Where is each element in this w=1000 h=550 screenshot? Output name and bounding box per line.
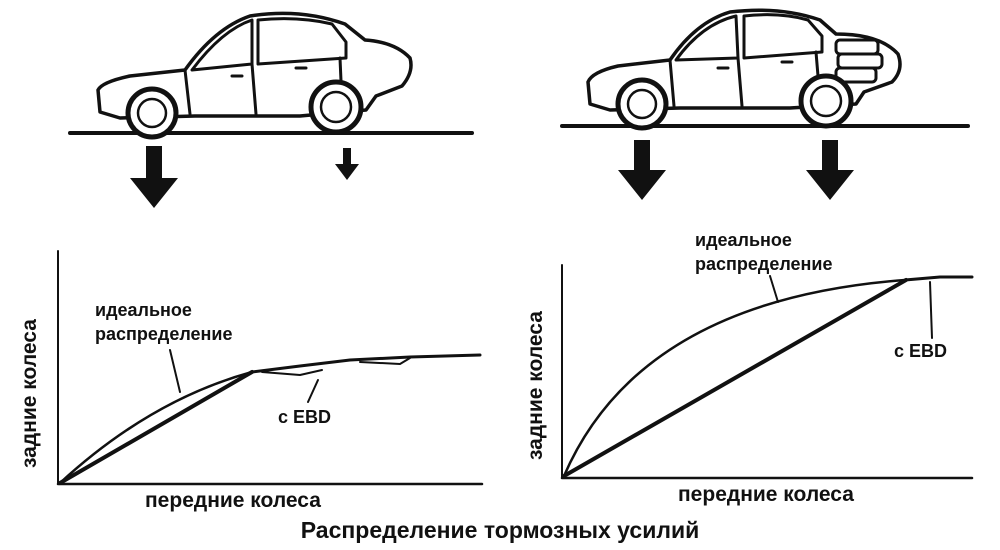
left-ideal-leader <box>169 349 181 393</box>
right-rear-hub <box>809 84 843 118</box>
left-front-load-arrow <box>130 146 178 208</box>
left-ebd-label: с EBD <box>278 407 331 427</box>
figure-caption: Распределение тормозных усилий <box>301 517 699 543</box>
right-ideal-label-line1: идеальное <box>695 230 792 250</box>
left-ideal-label-line1: идеальное <box>95 300 192 320</box>
right-x-axis-label: передние колеса <box>678 483 854 506</box>
right-ideal-label-line2: распределение <box>695 254 833 274</box>
left-rear-hub <box>319 90 353 124</box>
right-ebd-leader <box>929 281 933 339</box>
right-ideal-curve <box>562 278 907 478</box>
right-ebd-label: с EBD <box>894 341 947 361</box>
left-front-hub <box>136 97 168 129</box>
right-plateau-line <box>903 275 974 282</box>
right-rear-load-arrow <box>806 140 854 200</box>
right-ideal-leader <box>769 275 779 303</box>
right-car <box>586 8 902 131</box>
right-car-windows <box>674 13 824 62</box>
luggage-bag-3 <box>834 66 878 84</box>
left-panel: идеальное распределение с EBD передние к… <box>18 11 484 512</box>
left-car-body <box>96 11 413 120</box>
left-plateau-line <box>250 353 482 374</box>
right-rear-wheel <box>798 73 854 129</box>
right-front-hub <box>626 88 658 120</box>
right-ebd-line <box>562 278 908 478</box>
left-ideal-curve <box>58 370 254 485</box>
right-y-axis-label: задние колеса <box>524 311 547 460</box>
right-front-wheel <box>615 77 669 131</box>
left-car <box>96 11 413 140</box>
left-ideal-label-line2: распределение <box>95 324 233 344</box>
right-trunk-luggage <box>834 38 884 84</box>
luggage-bag-2 <box>836 52 884 70</box>
left-ebd-steps <box>261 357 411 376</box>
left-ebd-leader <box>307 379 319 403</box>
left-x-axis-label: передние колеса <box>145 489 321 512</box>
right-panel: идеальное распределение с EBD передние к… <box>524 8 974 506</box>
left-front-wheel <box>125 86 179 140</box>
luggage-bag-1 <box>834 38 880 56</box>
left-rear-load-arrow <box>335 148 359 180</box>
left-y-axis-label: задние колеса <box>18 319 41 468</box>
right-front-load-arrow <box>618 140 666 200</box>
left-rear-wheel <box>308 79 364 135</box>
left-ebd-line <box>58 370 254 485</box>
right-car-body <box>586 8 902 112</box>
left-car-windows <box>190 17 348 72</box>
